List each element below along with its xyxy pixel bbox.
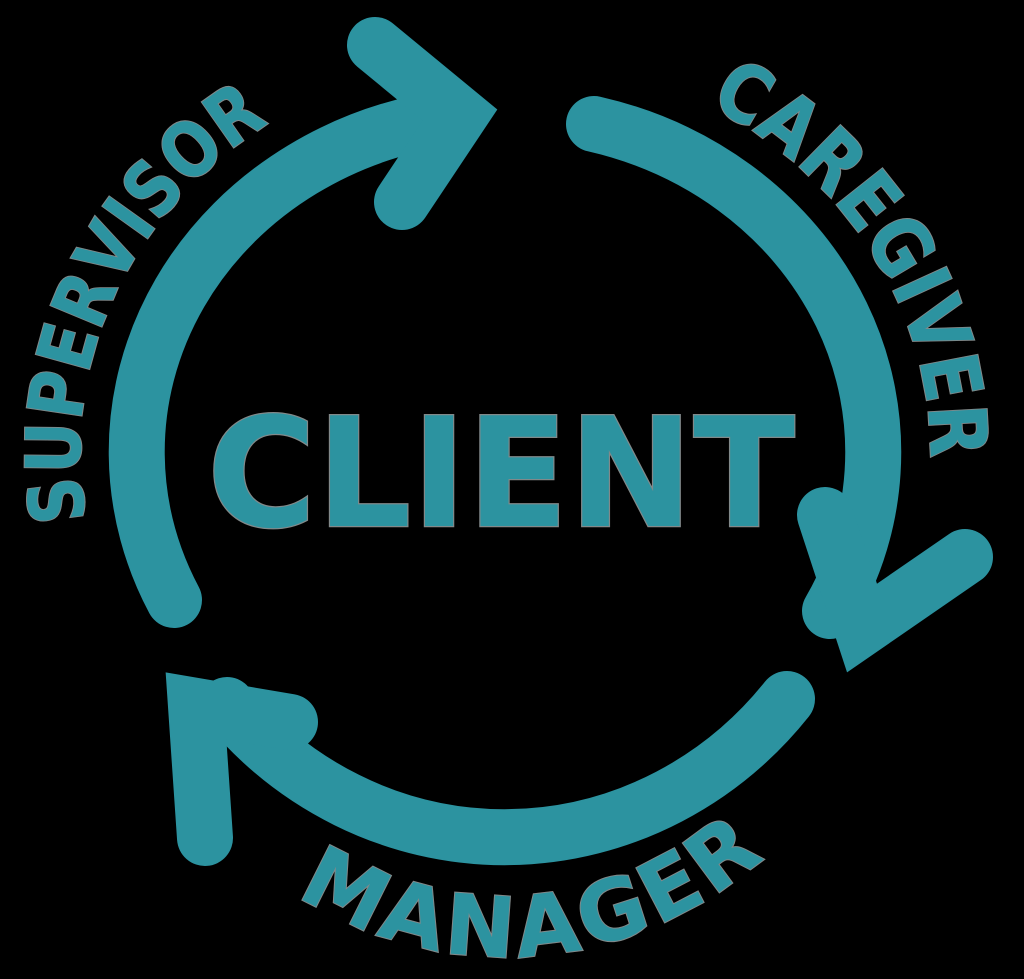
arc-manager-segment xyxy=(199,671,815,866)
arc-caregiver-segment xyxy=(566,96,902,639)
cycle-ring xyxy=(108,17,993,866)
center-label: CLIENT xyxy=(207,385,795,562)
arc-supervisor-segment xyxy=(108,89,482,628)
arrow-down-icon xyxy=(797,487,993,673)
arrow-up-left-icon xyxy=(165,672,318,866)
arrow-up-right-icon xyxy=(347,17,498,230)
